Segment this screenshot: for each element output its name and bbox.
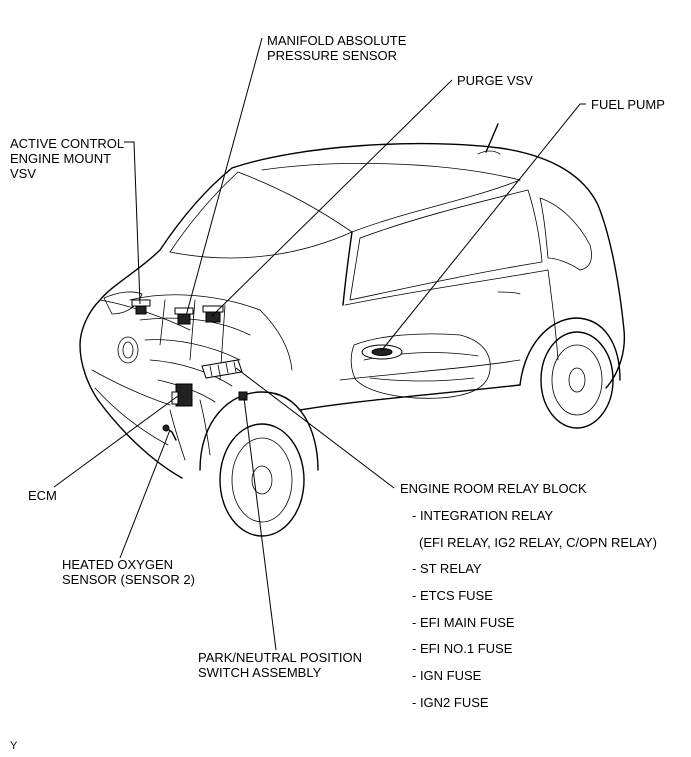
- leader-ecm: [53, 395, 179, 488]
- label-oxygen-sensor-line1: HEATED OXYGEN: [62, 557, 174, 572]
- relay-block-item-st-relay: - ST RELAY: [412, 561, 482, 576]
- leader-fuel-pump: [381, 103, 586, 351]
- label-oxygen-sensor-line2: SENSOR (SENSOR 2): [62, 572, 195, 587]
- label-engine-mount-vsv: ACTIVE CONTROL ENGINE MOUNT VSV: [10, 136, 124, 181]
- label-engine-mount-vsv-line1: ACTIVE CONTROL: [10, 136, 125, 151]
- relay-block-item-ign2-fuse: - IGN2 FUSE: [412, 695, 489, 710]
- engine-bay: [129, 294, 293, 461]
- park-neutral-switch-part: [238, 391, 248, 401]
- label-manifold-sensor: MANIFOLD ABSOLUTE PRESSURE SENSOR: [267, 33, 406, 63]
- ecm-part: [171, 383, 193, 407]
- oxygen-sensor-part: [162, 424, 177, 441]
- corner-mark: Y: [10, 740, 18, 752]
- relay-block-item-efi-main-fuse: - EFI MAIN FUSE: [412, 615, 515, 630]
- label-engine-mount-vsv-line3: VSV: [10, 166, 37, 181]
- leader-manifold-sensor: [185, 37, 263, 317]
- relay-block-item-etcs-fuse: - ETCS FUSE: [412, 588, 493, 603]
- label-park-neutral-switch-line1: PARK/NEUTRAL POSITION: [198, 650, 362, 665]
- label-oxygen-sensor: HEATED OXYGEN SENSOR (SENSOR 2): [62, 557, 195, 587]
- label-park-neutral-switch-line2: SWITCH ASSEMBLY: [198, 665, 322, 680]
- relay-block-item-integration-relay: - INTEGRATION RELAY: [412, 508, 554, 523]
- relay-block-part: [201, 359, 243, 379]
- label-relay-block-title: ENGINE ROOM RELAY BLOCK: [400, 481, 587, 496]
- leader-park-neutral: [243, 397, 277, 651]
- purge-vsv-part: [202, 305, 224, 323]
- rear-wheel: [519, 317, 621, 429]
- relay-block-item-efi-no1-fuse: - EFI NO.1 FUSE: [412, 641, 513, 656]
- engine-mount-vsv-part: [131, 299, 151, 315]
- label-purge-vsv: PURGE VSV: [457, 73, 533, 88]
- relay-block-item-relay-list: (EFI RELAY, IG2 RELAY, C/OPN RELAY): [419, 535, 657, 550]
- label-manifold-sensor-line2: PRESSURE SENSOR: [267, 48, 398, 63]
- leader-relay-block: [235, 367, 395, 489]
- fuel-pump-part: [361, 344, 403, 360]
- leader-purge-vsv: [211, 79, 453, 317]
- leader-lines: [53, 37, 586, 651]
- label-park-neutral-switch: PARK/NEUTRAL POSITION SWITCH ASSEMBLY: [198, 650, 362, 680]
- label-engine-mount-vsv-line2: ENGINE MOUNT: [10, 151, 112, 166]
- relay-block-item-ign-fuse: - IGN FUSE: [412, 668, 482, 683]
- manifold-sensor-part: [174, 307, 194, 325]
- leader-engine-mount-vsv: [124, 141, 141, 305]
- car-body-outline: [79, 123, 626, 479]
- label-ecm: ECM: [28, 488, 57, 503]
- leader-oxygen-sensor: [119, 429, 171, 559]
- label-fuel-pump: FUEL PUMP: [591, 97, 665, 112]
- label-manifold-sensor-line1: MANIFOLD ABSOLUTE: [267, 33, 407, 48]
- fuel-tank: [350, 333, 491, 399]
